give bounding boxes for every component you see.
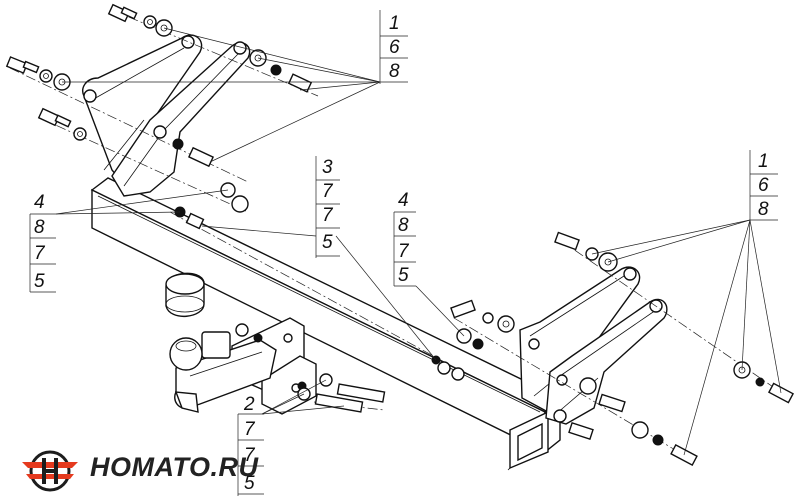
nut <box>172 138 184 150</box>
bolt <box>37 107 72 128</box>
bolt <box>107 3 138 23</box>
bolt <box>568 421 594 441</box>
callout-number: 7 <box>322 181 334 202</box>
bolt <box>450 299 476 319</box>
logo-wing <box>22 462 78 468</box>
fasteners <box>5 3 795 466</box>
leader-lines <box>55 27 782 456</box>
nut <box>235 323 249 337</box>
callout-number: 4 <box>398 190 409 211</box>
washer <box>497 315 515 333</box>
callout-number: 5 <box>34 271 45 292</box>
cross-beam <box>90 177 562 471</box>
callout-top-left: 1 6 8 <box>379 10 408 84</box>
brand-name: HOMATO.RU <box>90 452 259 482</box>
washer <box>39 69 53 83</box>
callout-number: 8 <box>34 217 45 238</box>
callout-number: 5 <box>398 265 409 286</box>
logo-letter-mark <box>42 458 58 484</box>
washer <box>553 409 567 423</box>
callout-left: 4 8 7 5 <box>29 192 56 293</box>
callout-number: 4 <box>34 192 45 213</box>
left-bracket-front <box>111 41 251 197</box>
callout-right: 1 6 8 <box>749 150 778 222</box>
left-bracket-rear <box>82 34 203 183</box>
bolt <box>5 56 40 74</box>
callout-number: 7 <box>322 205 334 226</box>
tow-ball <box>169 331 231 371</box>
bolt <box>336 383 386 403</box>
nut <box>652 434 664 446</box>
callout-number: 5 <box>244 473 255 494</box>
callout-number: 7 <box>244 445 256 466</box>
tow-ball-cap <box>165 272 205 318</box>
bolt <box>287 73 313 93</box>
washer <box>631 421 649 439</box>
nut <box>437 361 451 375</box>
callout-number: 6 <box>758 175 769 196</box>
callout-number: 2 <box>243 394 255 415</box>
callout-number: 3 <box>322 157 333 178</box>
callout-number: 7 <box>34 243 46 264</box>
nut <box>270 64 282 76</box>
washer <box>451 367 465 381</box>
callout-number: 5 <box>322 232 333 253</box>
callout-center: 3 7 7 5 <box>315 156 340 258</box>
brand-logo-icon <box>22 450 78 492</box>
bolt <box>554 231 580 251</box>
callout-number: 6 <box>389 37 400 58</box>
callout-mid-right: 4 8 7 5 <box>393 190 416 287</box>
bolt <box>314 393 364 413</box>
washer <box>482 312 494 324</box>
bolt <box>598 393 626 413</box>
callout-number: 1 <box>758 151 769 172</box>
callout-number: 7 <box>244 419 256 440</box>
tow-arm <box>174 339 277 413</box>
nut <box>231 195 249 213</box>
callout-number: 8 <box>758 199 769 220</box>
callout-number: 7 <box>398 241 410 262</box>
nut <box>253 333 263 343</box>
washer <box>579 377 597 395</box>
nut <box>472 338 484 350</box>
bolt <box>187 146 215 168</box>
logo-wing <box>26 474 74 479</box>
callout-number: 1 <box>389 13 400 34</box>
callout-number: 8 <box>398 215 409 236</box>
callout-bottom: 2 7 7 5 <box>237 394 264 496</box>
nut <box>755 377 765 387</box>
nut <box>185 212 205 230</box>
callout-number: 8 <box>389 61 400 82</box>
washer <box>143 15 157 29</box>
washer <box>73 127 87 141</box>
